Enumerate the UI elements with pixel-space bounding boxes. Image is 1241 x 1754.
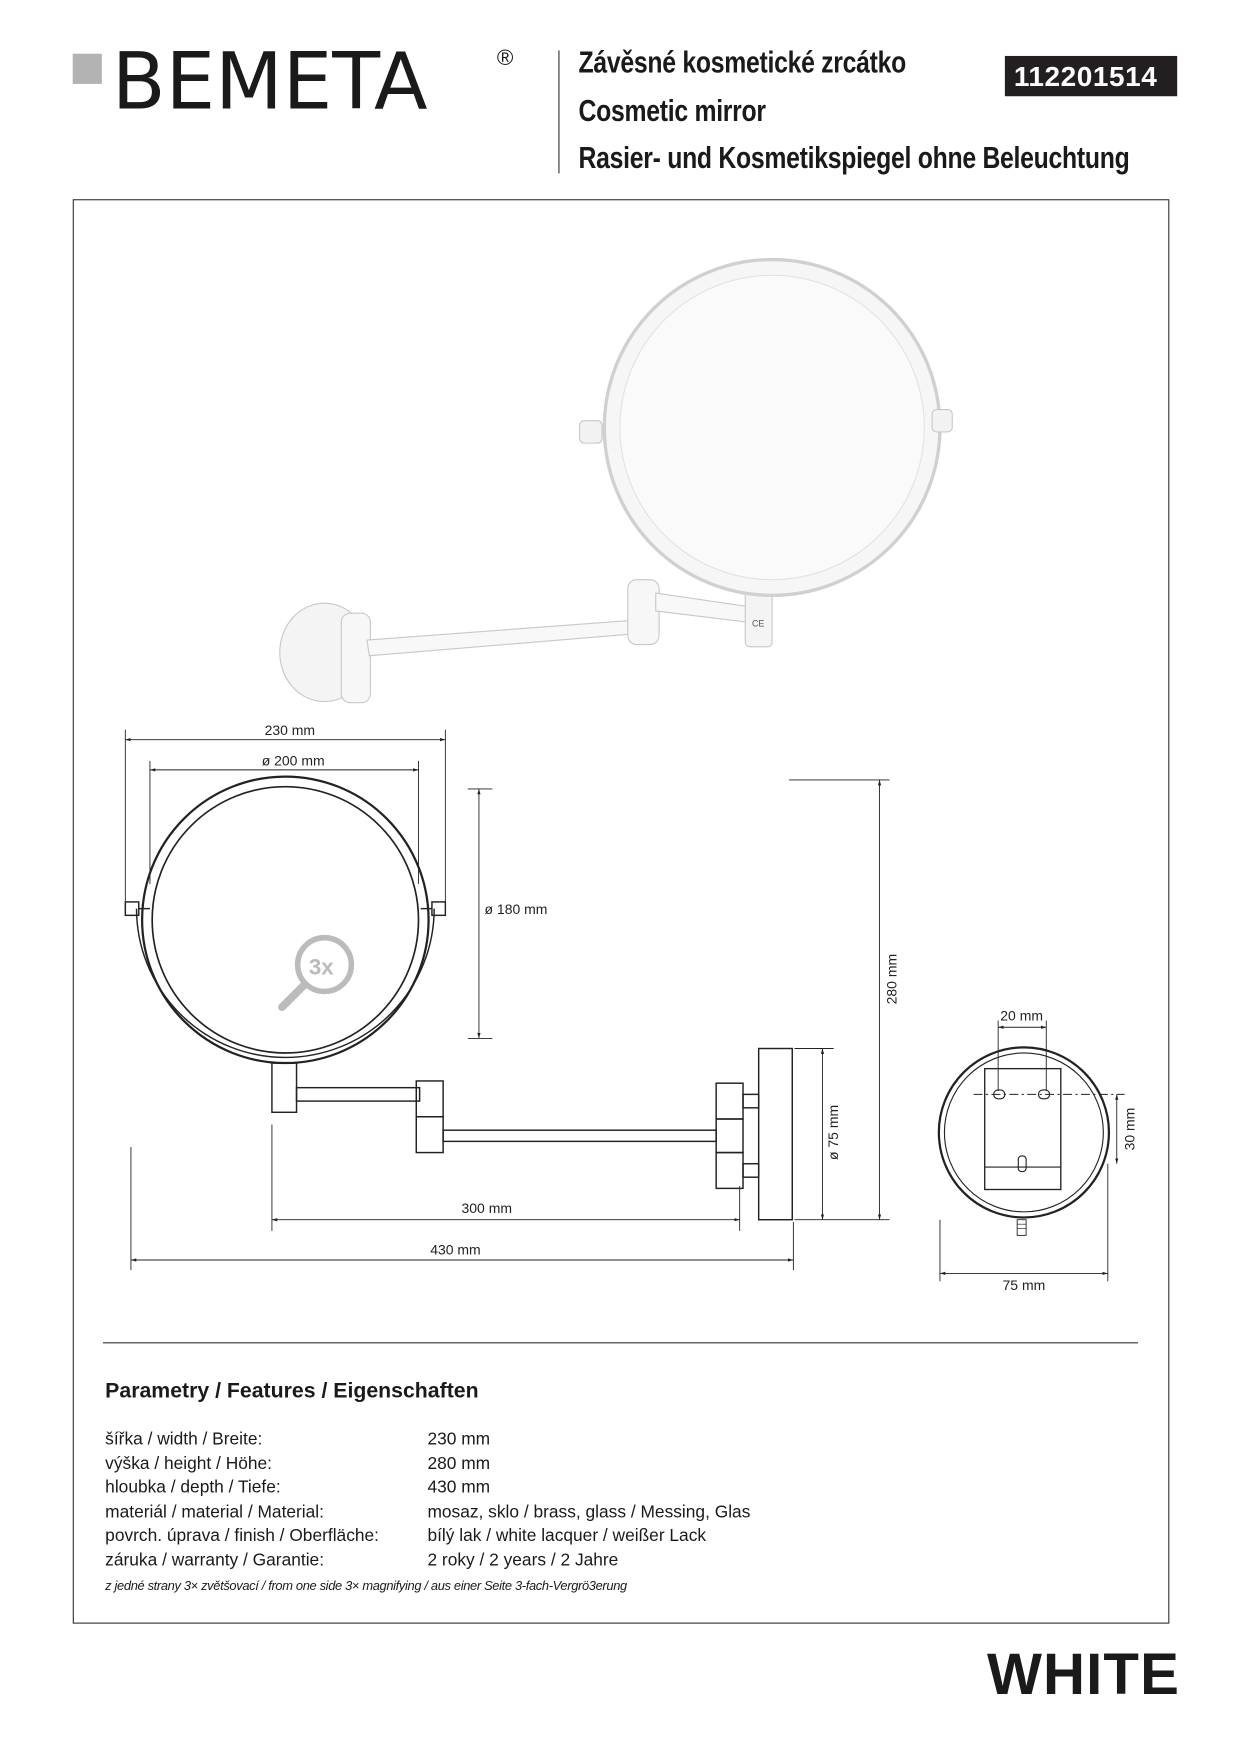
product-code: 112201514	[1004, 55, 1178, 97]
dim-dia-200: ø 200 mm	[262, 752, 325, 768]
title-de: Rasier- und Kosmetikspiegel ohne Beleuch…	[578, 140, 1130, 175]
feature-value: 230 mm	[427, 1430, 491, 1450]
dim-height-280: 280 mm	[883, 954, 899, 1004]
ce-mark: CE	[752, 619, 764, 629]
dim-dia-180: ø 180 mm	[485, 901, 548, 917]
product-photo: CE	[279, 257, 953, 704]
color-label: WHITE	[986, 1642, 1181, 1708]
front-view-drawing	[124, 775, 793, 1221]
title-cz: Závěsné kosmetické zrcátko	[578, 45, 907, 80]
header-divider	[558, 50, 560, 174]
logo-square	[72, 53, 102, 84]
title-en: Cosmetic mirror	[578, 93, 767, 128]
dim-arm-300: 300 mm	[462, 1200, 512, 1216]
registered-mark: ®	[496, 45, 514, 71]
dim-width-230: 230 mm	[265, 722, 315, 738]
feature-value: mosaz, sklo / brass, glass / Messing, Gl…	[427, 1502, 751, 1522]
feature-value: bílý lak / white lacquer / weißer Lack	[427, 1526, 707, 1546]
feature-label: hloubka / depth / Tiefe:	[105, 1478, 281, 1498]
features-note: z jedné strany 3× zvětšovací / from one …	[105, 1580, 627, 1594]
feature-label: povrch. úprava / finish / Oberfläche:	[105, 1526, 379, 1546]
dim-plate-75: 75 mm	[1003, 1277, 1046, 1293]
feature-value: 430 mm	[427, 1478, 491, 1498]
feature-value: 280 mm	[427, 1454, 491, 1474]
feature-label: materiál / material / Material:	[105, 1502, 324, 1522]
dim-slot-30: 30 mm	[1122, 1108, 1138, 1151]
feature-label: šířka / width / Breite:	[105, 1430, 263, 1450]
dim-dia-75: ø 75 mm	[825, 1105, 841, 1160]
feature-value: 2 roky / 2 years / 2 Jahre	[427, 1550, 619, 1570]
features-heading: Parametry / Features / Eigenschaften	[105, 1379, 479, 1404]
dimension-lines	[124, 729, 1119, 1282]
dim-depth-430: 430 mm	[430, 1241, 480, 1257]
feature-label: záruka / warranty / Garantie:	[105, 1550, 325, 1570]
wall-plate-drawing	[937, 1046, 1125, 1236]
feature-label: výška / height / Höhe:	[105, 1454, 272, 1474]
magnify-badge: 3x	[309, 955, 334, 980]
dim-slot-20: 20 mm	[1000, 1008, 1043, 1024]
brand-logo: BEMETA	[111, 35, 428, 128]
content-frame	[72, 199, 1170, 1624]
magnifier-icon: 3x	[278, 934, 355, 1012]
